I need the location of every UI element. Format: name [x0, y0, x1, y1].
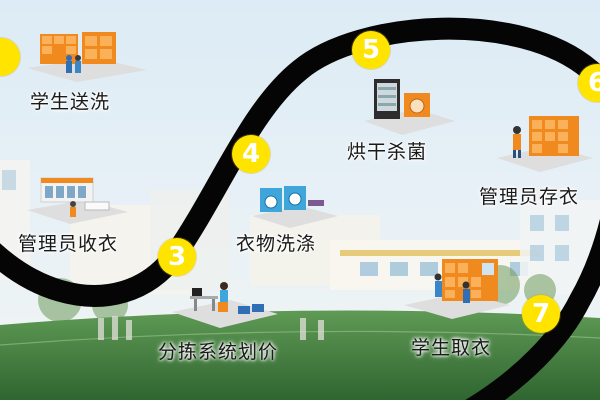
- step-4-label: 衣物洗涤: [236, 233, 317, 255]
- cart-with-staff-icon: [27, 177, 128, 224]
- dryer-cabinet-icon: [364, 79, 455, 135]
- step-4-badge: 4: [232, 135, 270, 173]
- step-6-badge: 6: [578, 64, 600, 102]
- step-3-badge: 3: [158, 238, 196, 276]
- step-1-label: 学生送洗: [30, 91, 111, 113]
- washing-machines-icon: [252, 186, 338, 228]
- sorting-desk-icon: [172, 282, 278, 328]
- orange-locker-staff-icon: [497, 116, 593, 172]
- pickup-locker-students-icon: [404, 259, 510, 319]
- step-5-badge: 5: [352, 31, 390, 69]
- step-5-label: 烘干杀菌: [347, 141, 428, 163]
- step-3-label: 分拣系统划价: [158, 341, 279, 363]
- step-6-label: 管理员存衣: [479, 186, 580, 208]
- step-1-badge: [0, 38, 20, 76]
- step-2-label: 管理员收衣: [18, 233, 119, 255]
- process-path: [0, 17, 600, 400]
- step-7-badge: 7: [522, 295, 560, 333]
- orange-locker-students-icon: [27, 32, 147, 82]
- step-7-label: 学生取衣: [411, 337, 492, 359]
